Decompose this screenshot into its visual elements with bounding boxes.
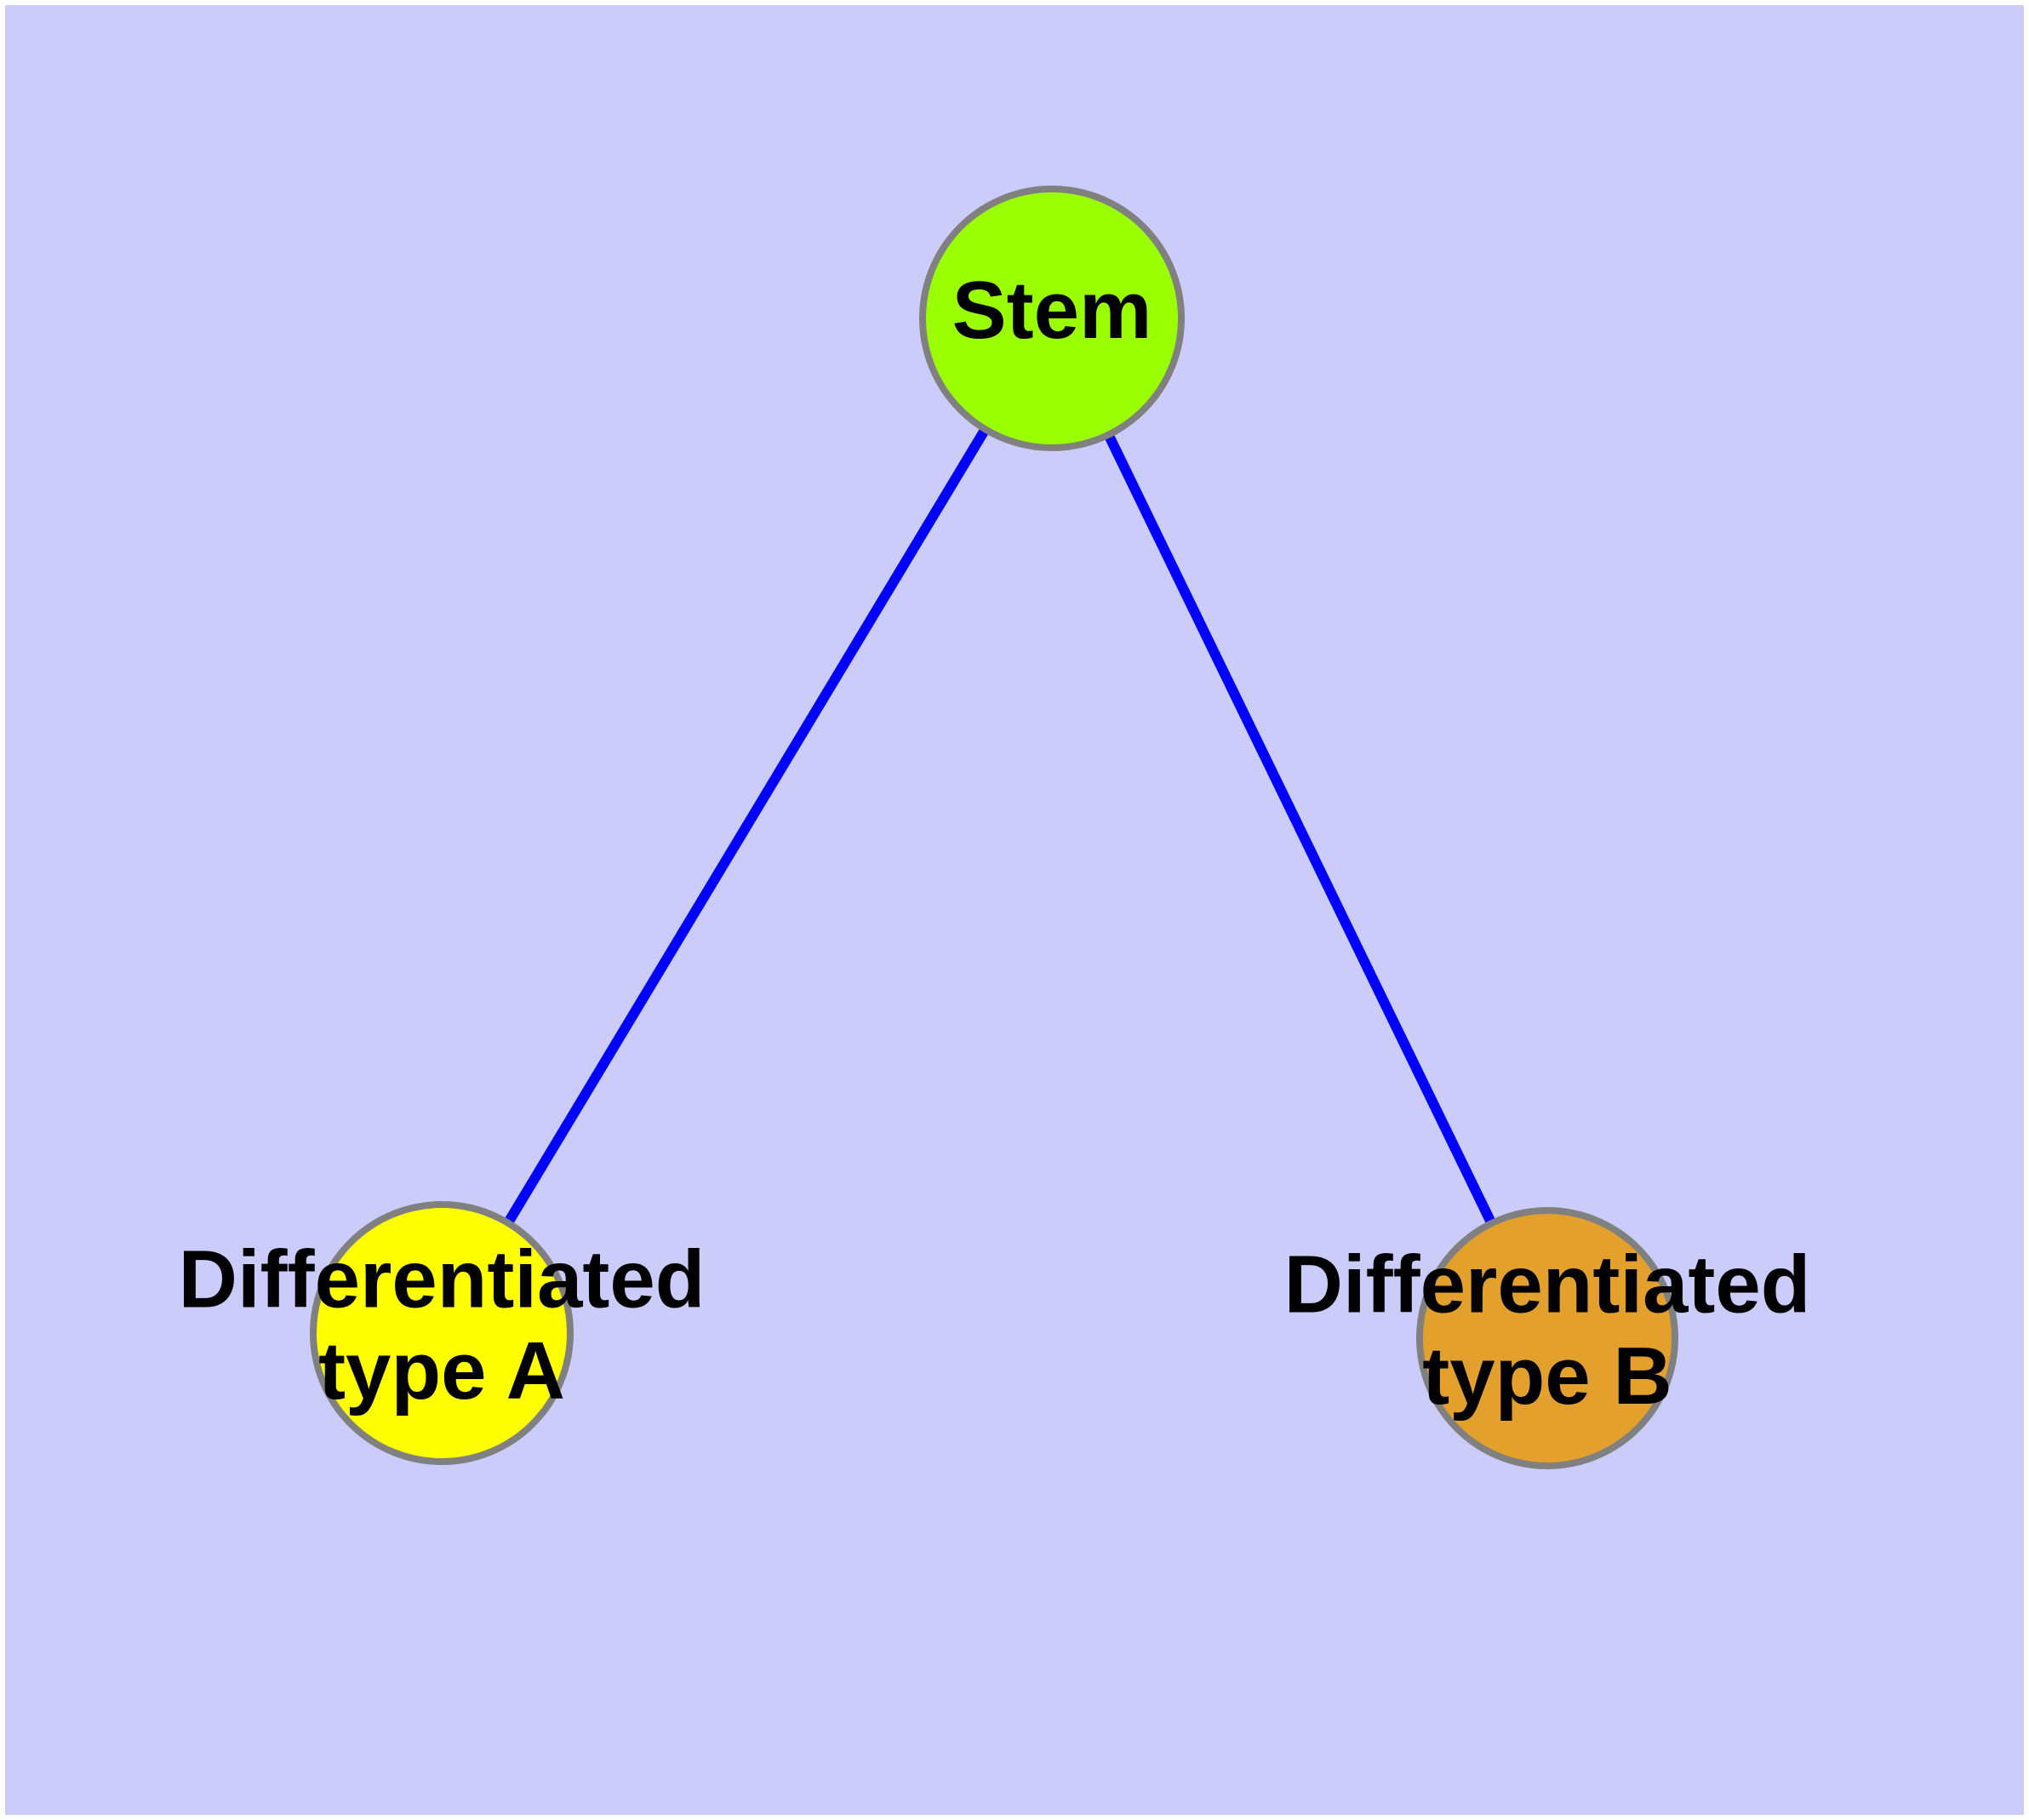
graph-node-diff-b[interactable] bbox=[1416, 1207, 1678, 1469]
graph-edge bbox=[1104, 433, 1495, 1224]
node-label-line: Stem bbox=[952, 265, 1152, 356]
graph-edge bbox=[504, 427, 989, 1224]
graph-node-stem[interactable] bbox=[919, 186, 1185, 451]
edges-layer bbox=[504, 427, 1495, 1224]
graph-node-diff-a[interactable] bbox=[310, 1201, 574, 1465]
node-label-line: Differentiated bbox=[179, 1233, 706, 1325]
node-label-stem: Stem bbox=[952, 265, 1152, 356]
nodes-layer bbox=[310, 186, 1678, 1469]
node-label-line: Differentiated bbox=[1284, 1239, 1811, 1330]
node-label-line: type A bbox=[318, 1325, 565, 1417]
node-label-line: type B bbox=[1422, 1331, 1672, 1422]
